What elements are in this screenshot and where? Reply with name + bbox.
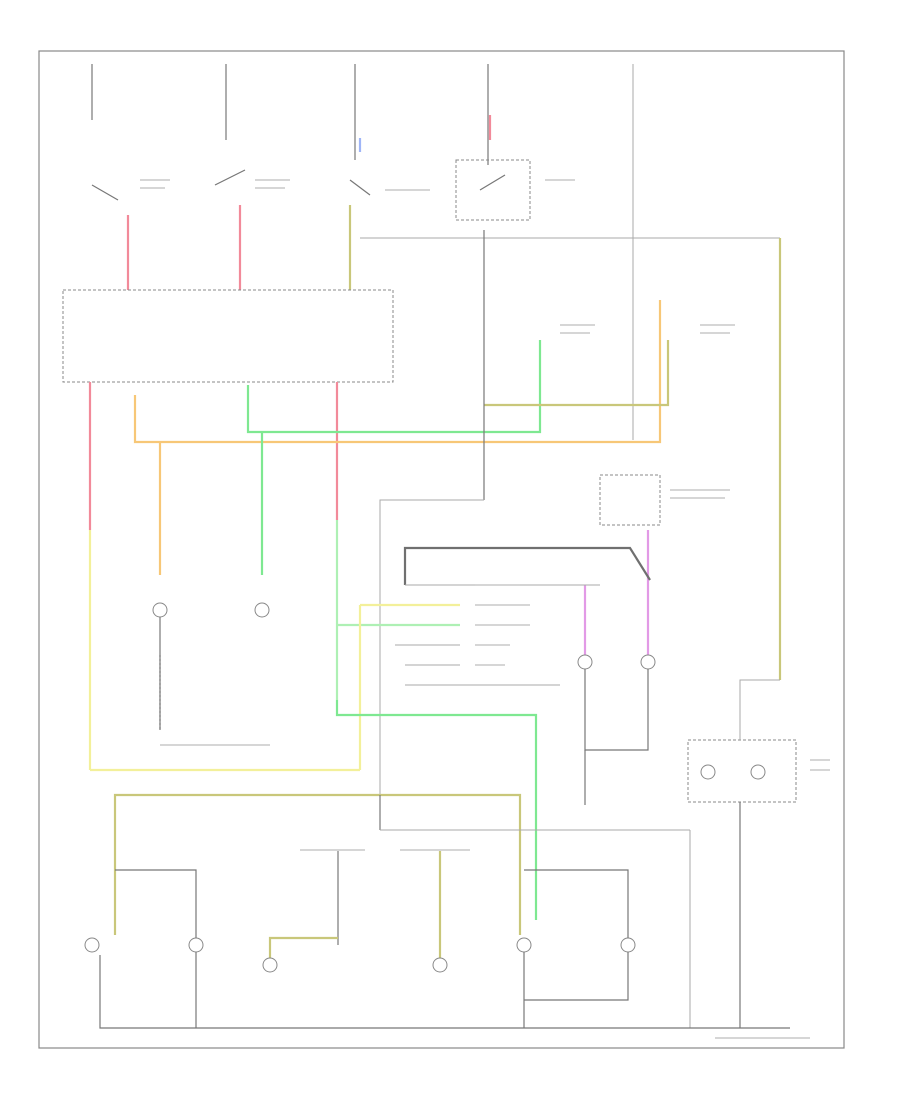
rear-khaki-bus <box>113 793 522 935</box>
green-wire <box>246 340 542 434</box>
khaki-run <box>484 340 670 407</box>
module-feed <box>739 679 780 740</box>
green-rear-run <box>335 700 538 920</box>
top-switches <box>91 159 531 221</box>
turn-hazard-switch <box>62 289 394 383</box>
brake-switch-box <box>455 159 531 221</box>
fuse-feeds <box>91 64 634 440</box>
front-indicator-lamps <box>152 602 270 730</box>
gray-branch <box>379 499 484 800</box>
left-front-lamp <box>254 602 270 618</box>
flasher-module <box>599 474 661 526</box>
diagram-frame <box>38 50 845 1049</box>
khaki-license-link <box>268 936 338 960</box>
rear-lamps <box>84 869 636 973</box>
side-marker-lamps <box>577 654 656 805</box>
trailer-connector-bundle <box>403 546 651 585</box>
ground-bus <box>99 955 790 1029</box>
orange-wire <box>133 300 662 444</box>
right-front-lamp <box>152 602 168 618</box>
faint-label-marks <box>140 179 830 1039</box>
